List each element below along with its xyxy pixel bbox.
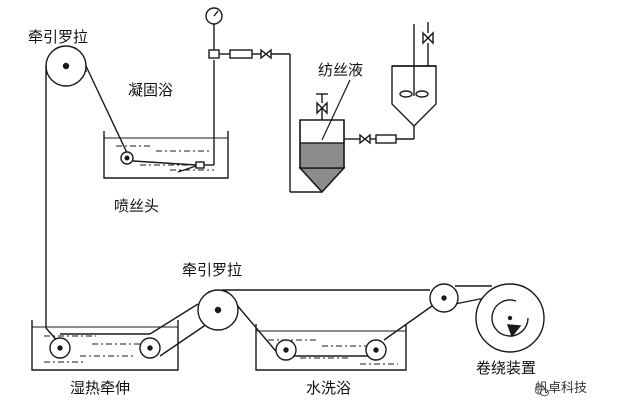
watermark: 帆卓科技 [534,382,587,397]
spinning-solution-label: 纺丝液 [318,61,364,79]
wechat-logo-icon [534,382,549,397]
coagulation-bath-tank [103,131,229,179]
top-traction-roller [45,45,87,87]
watermark-text: 帆卓科技 [535,380,588,396]
coagulation-bath-label: 凝固浴 [128,81,174,99]
wet-heat-drawing-label: 湿热牵伸 [70,379,131,397]
middle-traction-roller [197,289,239,331]
solution-pointer [321,79,351,141]
middle-roller-label: 牵引罗拉 [182,261,243,279]
winding-device-label: 卷绕装置 [476,359,537,377]
spinneret-assembly [177,60,215,173]
wet-heat-drawing-tank [31,320,179,371]
pressure-gauge [205,7,223,59]
mixing-tank [391,22,437,127]
winding-device [475,283,545,353]
top-pipe [219,48,322,193]
spinning-solution-tank [298,93,346,194]
top-roller-label: 牵引罗拉 [28,28,89,46]
spinneret-label: 喷丝头 [114,197,160,215]
fiber-path-top [45,65,197,345]
water-wash-tank [255,324,407,371]
fiber-path-bottom [60,285,496,357]
water-wash-label: 水洗浴 [306,379,352,397]
mixer-pipe [344,126,415,145]
guide-roller [429,283,459,313]
